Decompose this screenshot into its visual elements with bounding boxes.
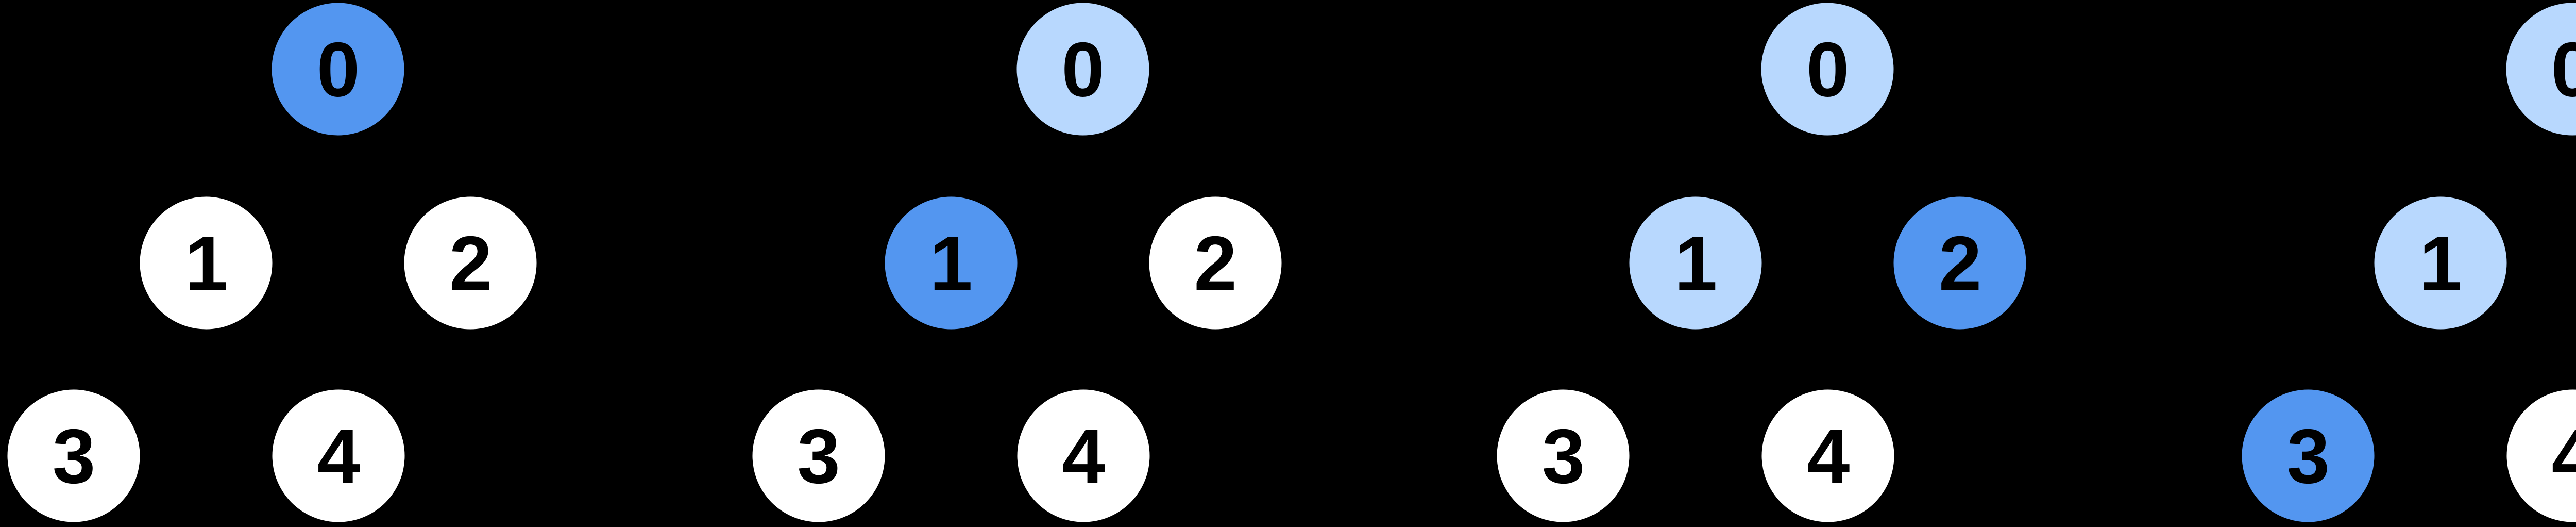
tree-node-0[interactable]: 0	[272, 3, 404, 136]
tree-node-label: 1	[1674, 220, 1717, 306]
tree-node-label: 0	[316, 26, 360, 112]
tree-node-3[interactable]: 3	[7, 389, 140, 522]
tree-node-4[interactable]: 4	[1017, 389, 1150, 522]
tree-node-1[interactable]: 1	[1629, 196, 1762, 330]
tree-node-4[interactable]: 4	[272, 389, 405, 522]
tree-node-label: 2	[1938, 220, 1981, 306]
tree-frame-3: 0 1 2 3 4	[1489, 0, 2234, 527]
tree-node-0[interactable]: 0	[1761, 3, 1894, 136]
tree-frame-1: 0 1 2 3 4	[0, 0, 745, 527]
tree-node-4[interactable]: 4	[1761, 389, 1894, 522]
tree-node-1[interactable]: 1	[140, 196, 273, 330]
tree-node-label: 1	[929, 220, 972, 306]
tree-node-0[interactable]: 0	[2506, 3, 2576, 136]
tree-node-label: 4	[2551, 413, 2576, 499]
tree-node-4[interactable]: 4	[2506, 389, 2576, 522]
tree-node-label: 3	[797, 413, 840, 499]
tree-node-label: 4	[317, 413, 360, 499]
tree-node-label: 4	[1062, 413, 1105, 499]
tree-node-label: 3	[52, 413, 95, 499]
tree-node-2[interactable]: 2	[404, 196, 537, 330]
tree-node-2[interactable]: 2	[1893, 196, 2026, 330]
tree-node-1[interactable]: 1	[2374, 196, 2507, 330]
tree-node-label: 2	[1194, 220, 1236, 306]
tree-node-label: 0	[1806, 26, 1849, 112]
tree-node-2[interactable]: 2	[1149, 196, 1282, 330]
tree-node-label: 2	[449, 220, 492, 306]
tree-node-label: 1	[2419, 220, 2462, 306]
tree-node-3[interactable]: 3	[752, 389, 885, 522]
tree-node-0[interactable]: 0	[1016, 3, 1149, 136]
tree-node-label: 1	[184, 220, 228, 306]
tree-node-label: 3	[2286, 413, 2330, 499]
tree-node-3[interactable]: 3	[1497, 389, 1630, 522]
tree-frame-2: 0 1 2 3 4	[745, 0, 1490, 527]
tree-node-label: 0	[1061, 26, 1104, 112]
tree-node-1[interactable]: 1	[885, 196, 1018, 330]
tree-node-label: 0	[2551, 26, 2576, 112]
tree-node-label: 3	[1541, 413, 1585, 499]
tree-node-label: 4	[1806, 413, 1850, 499]
tree-node-3[interactable]: 3	[2242, 389, 2375, 522]
